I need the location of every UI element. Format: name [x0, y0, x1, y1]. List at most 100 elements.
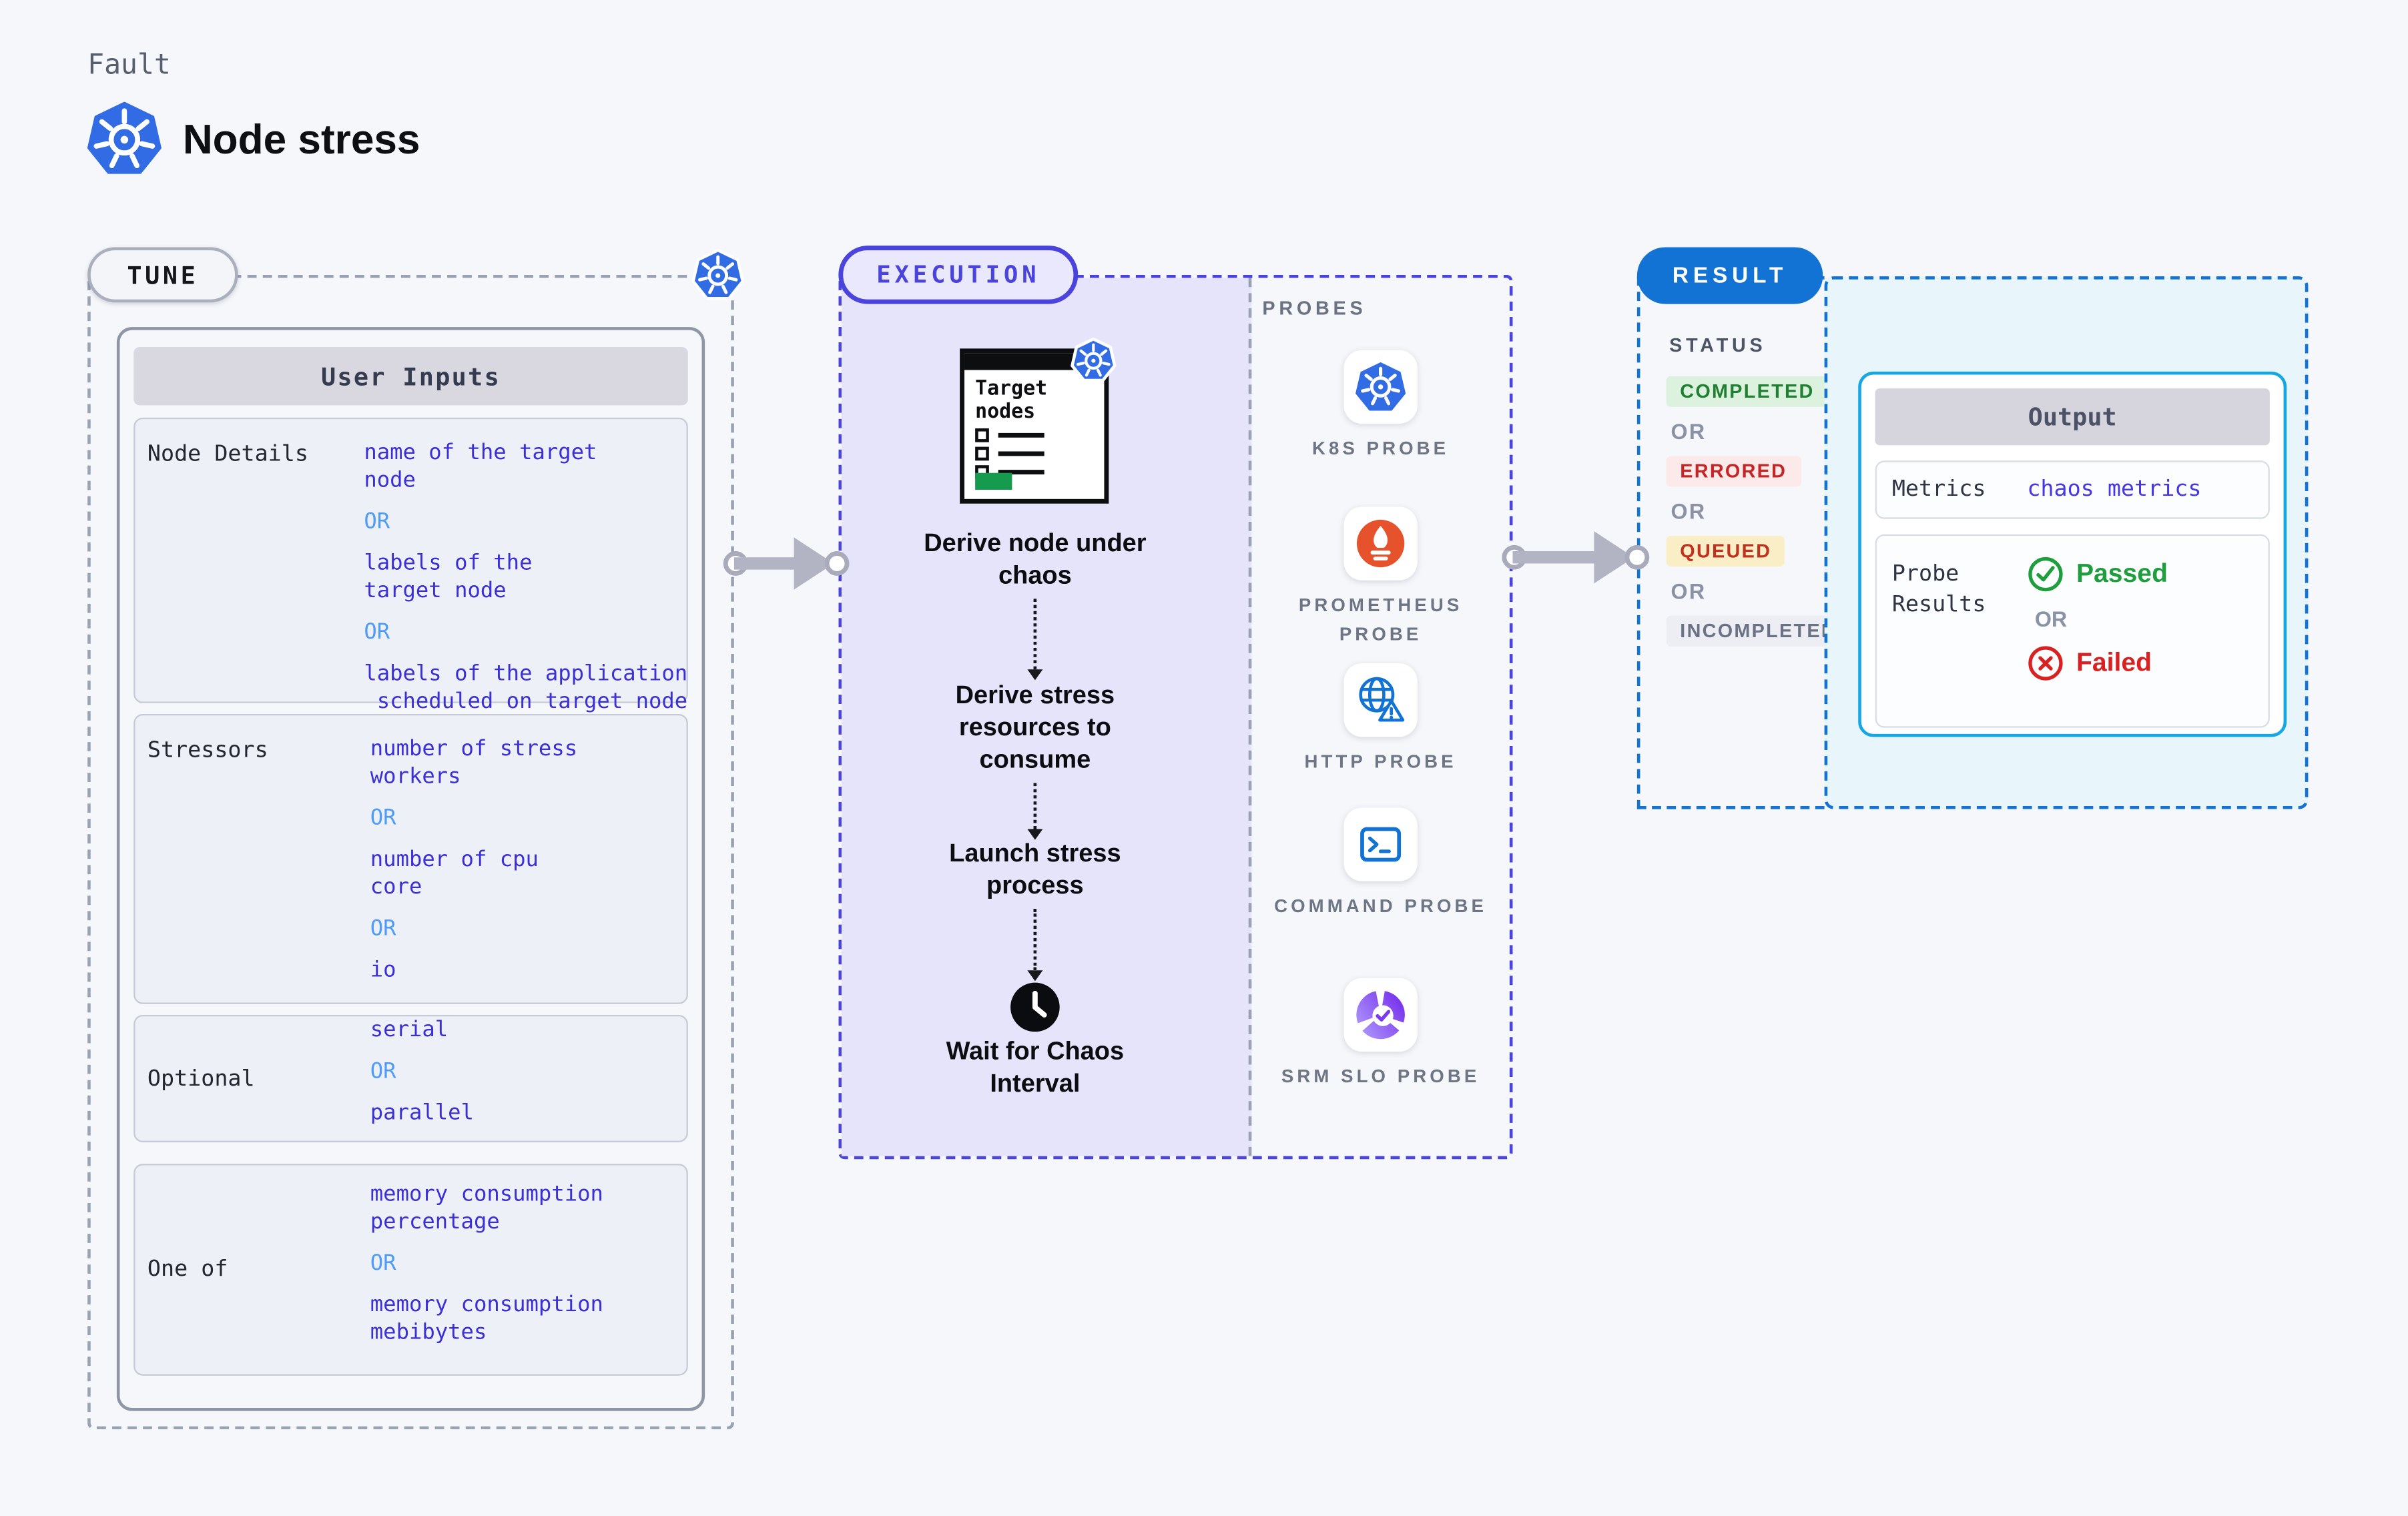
or-separator: OR [1671, 498, 1707, 524]
flow-step: Wait for Chaos Interval [946, 1038, 1125, 1098]
output-header: Output [1875, 388, 2270, 446]
probe-label: SRM SLO PROBE [1281, 1065, 1480, 1088]
metrics-label: Metrics [1891, 477, 1986, 502]
arrow-head-icon [1027, 970, 1043, 982]
or-separator: OR [1671, 419, 1707, 444]
check-circle-icon [2028, 556, 2063, 592]
arrow-shaft [733, 557, 802, 570]
x-circle-icon [2028, 646, 2063, 681]
probe-label: HTTP PROBE [1304, 751, 1457, 773]
line [998, 452, 1044, 456]
probe-label: PROMETHEUS PROBE [1298, 594, 1463, 645]
probe-card [1343, 663, 1418, 737]
or-separator: OR [1671, 579, 1707, 604]
terminal-icon [1360, 827, 1402, 862]
flow-step: Derive stress resources to consume [955, 681, 1115, 774]
flow-step: Launch stress process [949, 839, 1121, 900]
row-label: Stressors [147, 738, 268, 763]
or-separator: OR [364, 509, 390, 534]
arrow-head-icon [1027, 669, 1043, 681]
line [998, 433, 1044, 438]
dotted-connector [1033, 599, 1037, 670]
row-values: number of stress workers OR number of cp… [370, 715, 687, 1002]
clock-icon [1010, 982, 1060, 1032]
kubernetes-icon [1356, 362, 1406, 411]
or-separator: OR [370, 916, 396, 941]
input-value: memory consumption mebibytes [370, 1292, 603, 1345]
probe-card [1343, 350, 1418, 424]
output-section: Output Metrics chaos metrics Probe Resul… [1824, 276, 2309, 809]
or-separator: OR [2034, 606, 2068, 631]
checklist-item [975, 446, 1104, 461]
input-value: labels of the application scheduled on t… [364, 661, 688, 714]
kubernetes-icon [1071, 338, 1117, 382]
probes-label: PROBES [1262, 298, 1367, 320]
kubernetes-icon [87, 101, 162, 174]
kubernetes-icon [691, 248, 745, 300]
failed-result: Failed [2027, 645, 2152, 681]
arrow-shaft [1512, 551, 1602, 564]
input-value: serial [370, 1018, 448, 1043]
status-list: COMPLETED OR ERRORED OR QUEUED OR INCOMP… [1666, 376, 1851, 647]
checklist-title: Target nodes [975, 378, 1048, 424]
input-row-stressors: Stressors number of stress workers OR nu… [133, 713, 688, 1004]
probe-card [1343, 506, 1418, 581]
input-row-one-of: One of memory consumption percentage OR … [133, 1164, 688, 1376]
dotted-connector [1033, 783, 1037, 829]
arrow-head-icon [1027, 829, 1043, 840]
flow-step: Derive node under chaos [924, 529, 1147, 590]
or-separator: OR [364, 620, 390, 645]
input-row-optional: Optional serial OR parallel [133, 1014, 688, 1142]
or-separator: OR [370, 1059, 396, 1084]
green-button-icon [975, 472, 1012, 490]
input-value: number of cpu core [370, 847, 539, 900]
probe-card [1343, 978, 1418, 1052]
row-label: Node Details [147, 442, 308, 467]
probe-label: K8S PROBE [1312, 437, 1450, 459]
input-value: parallel [370, 1100, 474, 1126]
passed-result: Passed [2027, 556, 2168, 593]
status-badge-queued: QUEUED [1666, 536, 1785, 567]
metrics-row: Metrics chaos metrics [1875, 460, 2270, 519]
or-separator: OR [370, 1250, 396, 1275]
status-section: STATUS COMPLETED OR ERRORED OR QUEUED OR… [1636, 276, 1851, 809]
failed-text: Failed [2076, 648, 2152, 677]
input-value: memory consumption percentage [370, 1181, 603, 1234]
input-value: labels of the target node [364, 551, 533, 604]
arrow-tune-to-execution [723, 536, 850, 591]
input-value: name of the target node [364, 440, 597, 493]
connector-dot [824, 551, 850, 576]
checkbox-icon [975, 446, 989, 461]
status-heading: STATUS [1669, 334, 1767, 356]
input-value: number of stress workers [370, 737, 578, 789]
status-badge-incompleted: INCOMPLETED [1666, 615, 1851, 647]
probe-results-row: Probe Results Passed OR [1875, 534, 2270, 728]
metrics-value: chaos metrics [2027, 477, 2202, 502]
or-separator: OR [370, 806, 396, 831]
row-label: Optional [147, 1066, 255, 1091]
status-badge-completed: COMPLETED [1666, 376, 1829, 407]
execution-label: EXECUTION [838, 246, 1079, 304]
page-title: Node stress [182, 116, 420, 163]
line [998, 470, 1044, 474]
row-values: memory consumption percentage OR memory … [370, 1165, 687, 1374]
status-badge-errored: ERRORED [1666, 456, 1801, 487]
probe-label: COMMAND PROBE [1274, 895, 1488, 917]
slo-gauge-icon [1356, 990, 1405, 1040]
tune-label: TUNE [87, 247, 238, 303]
result-label: RESULT [1636, 247, 1823, 304]
user-inputs-panel: User Inputs Node Details name of the tar… [116, 327, 705, 1411]
fault-eyebrow: Fault [87, 49, 171, 81]
row-values: name of the target node OR labels of the… [364, 419, 687, 714]
connector-dot [1624, 544, 1650, 570]
input-value: io [370, 958, 396, 983]
checkbox-icon [975, 428, 989, 442]
prometheus-icon [1356, 519, 1405, 568]
probe-results-values: Passed OR Failed [2027, 556, 2168, 726]
input-row-node-details: Node Details name of the target node OR … [133, 417, 688, 714]
output-card: Output Metrics chaos metrics Probe Resul… [1858, 371, 2287, 737]
probe-results-label: Probe Results [1891, 562, 1986, 618]
passed-text: Passed [2076, 558, 2168, 589]
